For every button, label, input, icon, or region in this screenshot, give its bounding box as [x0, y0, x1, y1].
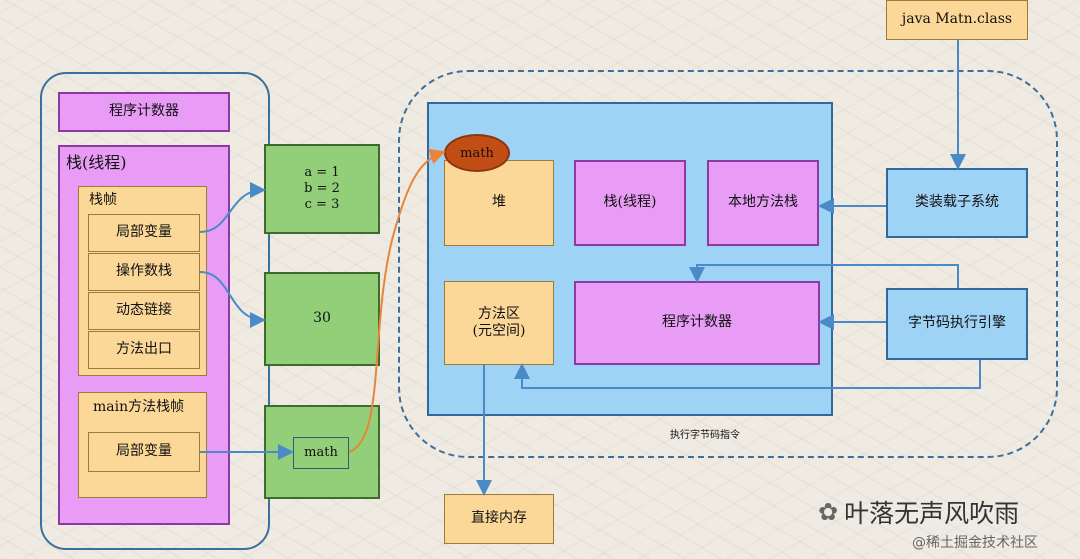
bytecode-engine-label: 字节码执行引擎 [908, 315, 1006, 332]
stack-frame-title: 栈帧 [89, 192, 117, 208]
local-vars-values-text: a = 1 b = 2 c = 3 [304, 164, 340, 213]
program-counter-left-label: 程序计数器 [109, 103, 179, 120]
site-credit: @稀土掘金技术社区 [912, 535, 1038, 551]
frame-item-dynamic-link: 动态链接 [88, 292, 200, 330]
heap-math-object: math [444, 134, 510, 172]
wechat-icon: ✿ [818, 498, 839, 526]
local-vars-values: a = 1 b = 2 c = 3 [264, 144, 380, 234]
java-command-box: java Matn.class [886, 0, 1028, 40]
main-frame-local-vars: 局部变量 [88, 432, 200, 472]
operand-stack-value-text: 30 [313, 310, 331, 327]
author-name: 叶落无声风吹雨 [844, 499, 1020, 528]
frame-item-local-vars-label: 局部变量 [116, 224, 172, 241]
program-counter-runtime-label: 程序计数器 [662, 314, 732, 331]
frame-item-return: 方法出口 [88, 331, 200, 369]
program-counter-left: 程序计数器 [58, 92, 230, 132]
arrow-engine-loop-top [689, 264, 959, 288]
main-frame-local-vars-label: 局部变量 [116, 443, 172, 460]
arrow-math-to-heap [348, 148, 446, 453]
math-reference: math [293, 437, 349, 469]
main-stack-frame-title: main方法栈帧 [93, 399, 185, 415]
bytecode-engine-box: 字节码执行引擎 [886, 288, 1028, 360]
java-command-label: java Matn.class [901, 11, 1013, 28]
thread-stack-title: 栈(线程) [66, 153, 127, 172]
native-method-stack-box: 本地方法栈 [707, 160, 819, 246]
author-watermark: ✿ 叶落无声风吹雨 [818, 494, 1019, 530]
native-method-stack-label: 本地方法栈 [728, 194, 798, 211]
arrow-locals-to-values [199, 182, 266, 233]
direct-memory-label: 直接内存 [471, 510, 527, 527]
frame-item-dynamic-link-label: 动态链接 [116, 302, 172, 319]
runtime-stack-label: 栈(线程) [603, 194, 657, 211]
class-loader-label: 类装载子系统 [915, 194, 999, 211]
arrow-operand-to-value [199, 271, 266, 328]
heap-math-object-label: math [460, 145, 494, 161]
frame-item-local-vars: 局部变量 [88, 214, 200, 252]
method-area-label: 方法区 (元空间) [472, 305, 526, 340]
math-reference-label: math [304, 444, 338, 460]
arrow-engine-loop-bottom [514, 360, 981, 389]
frame-item-return-label: 方法出口 [116, 341, 172, 358]
operand-stack-value: 30 [264, 272, 380, 366]
method-area-box: 方法区 (元空间) [444, 281, 554, 365]
heap-box: 堆 [444, 160, 554, 246]
direct-memory-box: 直接内存 [444, 494, 554, 544]
frame-item-operand-stack: 操作数栈 [88, 253, 200, 291]
runtime-data-area-outline [398, 70, 1058, 458]
runtime-stack-box: 栈(线程) [574, 160, 686, 246]
frame-item-operand-stack-label: 操作数栈 [116, 263, 172, 280]
exec-bytecode-caption: 执行字节码指令 [670, 430, 740, 441]
heap-label: 堆 [492, 194, 506, 211]
